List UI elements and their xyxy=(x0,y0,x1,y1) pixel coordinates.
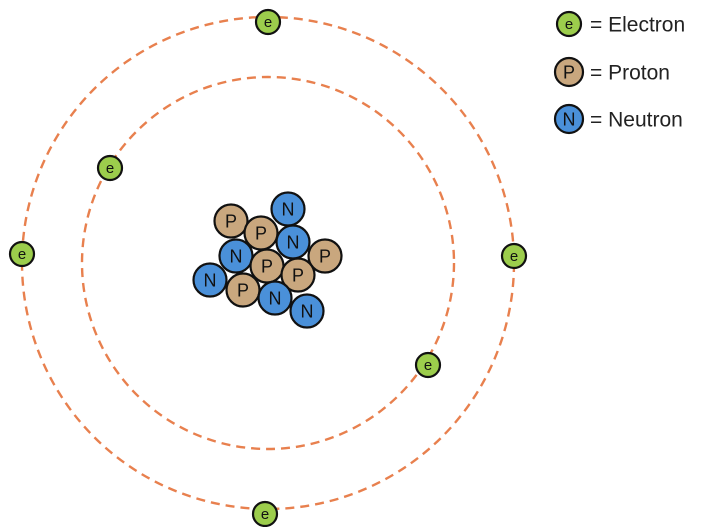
outer-shell-electron-3-symbol: e xyxy=(510,248,518,265)
nucleus-proton-5-symbol: P xyxy=(292,266,304,286)
legend-proton-label: = Proton xyxy=(590,62,670,85)
nucleus-neutron-4-symbol: N xyxy=(204,271,217,291)
outer-shell-electron-1-symbol: e xyxy=(264,14,272,31)
legend-electron-label: = Electron xyxy=(590,14,685,37)
inner-shell-electron-1: e xyxy=(96,154,124,182)
legend-proton-icon-circle xyxy=(553,56,585,88)
nucleus-proton-6: P xyxy=(225,272,261,308)
nucleus-proton-2-symbol: P xyxy=(255,224,267,244)
outer-shell-electron-3-circle xyxy=(500,242,528,270)
nucleus-proton-4: P xyxy=(249,248,285,284)
nucleus-neutron-4-circle xyxy=(192,262,228,298)
inner-shell-electron-1-circle xyxy=(96,154,124,182)
legend-neutron-icon-circle xyxy=(553,103,585,135)
nucleus-neutron-5: N xyxy=(257,280,293,316)
electrons: e e e e e e xyxy=(8,8,528,527)
legend-neutron-icon-symbol: N xyxy=(563,110,576,130)
nucleus-neutron-5-symbol: N xyxy=(269,289,282,309)
nucleus-neutron-3-circle xyxy=(218,238,254,274)
nucleus-neutron-1-symbol: N xyxy=(282,200,295,220)
nucleus-neutron-3-symbol: N xyxy=(230,247,243,267)
outer-shell-electron-2: e xyxy=(8,240,36,268)
nucleus-proton-1: P xyxy=(213,203,249,239)
nucleus-proton-1-symbol: P xyxy=(225,212,237,232)
nucleus-proton-3-symbol: P xyxy=(319,247,331,267)
nucleus-neutron-6-circle xyxy=(289,293,325,329)
legend-electron-icon-symbol: e xyxy=(565,16,573,33)
nucleus-neutron-6-symbol: N xyxy=(301,302,314,322)
outer-shell-electron-3: e xyxy=(500,242,528,270)
outer-shell-electron-4-symbol: e xyxy=(261,506,269,523)
legend-electron-icon-circle xyxy=(555,10,583,38)
legend-proton-icon: P xyxy=(553,56,585,88)
nucleus-neutron-2-symbol: N xyxy=(287,233,300,253)
legend-neutron-icon: N xyxy=(553,103,585,135)
nucleus-neutron-2: N xyxy=(275,224,311,260)
legend-neutron-label: = Neutron xyxy=(590,109,683,132)
legend-item-neutron: N = Neutron xyxy=(553,103,683,135)
outer-shell-electron-1-circle xyxy=(254,8,282,36)
outer-shell-electron-4: e xyxy=(251,500,279,527)
nucleus-proton-4-symbol: P xyxy=(261,257,273,277)
nucleus-neutron-1: N xyxy=(270,191,306,227)
inner-shell-electron-1-symbol: e xyxy=(106,160,114,177)
legend-proton-icon-symbol: P xyxy=(563,63,575,83)
inner-shell-electron-2-circle xyxy=(414,351,442,379)
outer-shell-electron-1: e xyxy=(254,8,282,36)
nucleus-proton-3: P xyxy=(307,238,343,274)
nucleus-proton-3-circle xyxy=(307,238,343,274)
nucleus-neutron-3: N xyxy=(218,238,254,274)
nucleus-neutron-4: N xyxy=(192,262,228,298)
legend-electron-icon: e xyxy=(555,10,583,38)
inner-orbit xyxy=(80,75,456,451)
inner-shell-electron-2: e xyxy=(414,351,442,379)
inner-shell-electron-2-symbol: e xyxy=(424,357,432,374)
legend-item-proton: P = Proton xyxy=(553,56,670,88)
legend-item-electron: e = Electron xyxy=(555,10,685,38)
nucleus-neutron-5-circle xyxy=(257,280,293,316)
nucleus-proton-5-circle xyxy=(280,257,316,293)
nucleus-proton-6-symbol: P xyxy=(237,281,249,301)
outer-shell-electron-2-symbol: e xyxy=(18,246,26,263)
outer-shell-electron-2-circle xyxy=(8,240,36,268)
nucleus-proton-2: P xyxy=(243,215,279,251)
nucleus-proton-1-circle xyxy=(213,203,249,239)
nucleus-neutron-6: N xyxy=(289,293,325,329)
nucleus-proton-5: P xyxy=(280,257,316,293)
outer-shell-electron-4-circle xyxy=(251,500,279,527)
